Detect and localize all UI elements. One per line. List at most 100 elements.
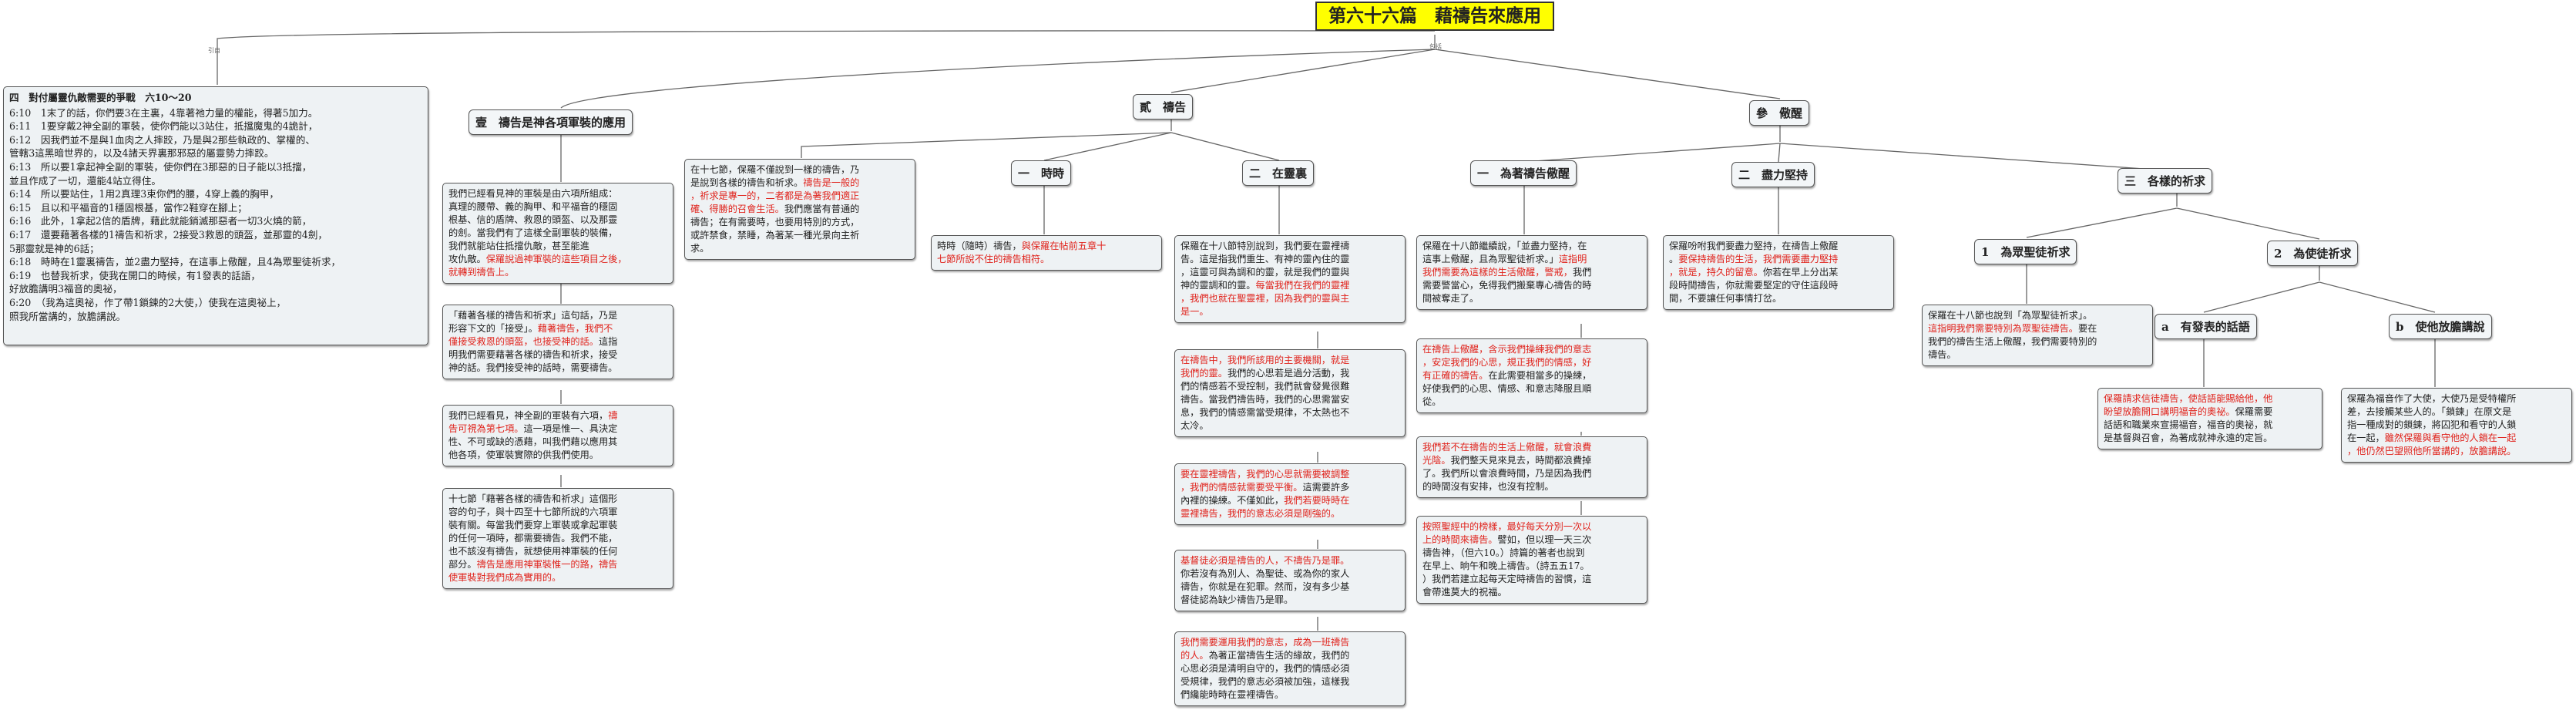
note-card: 基督徒必須是禱告的人，不禱告乃是罪。你若沒有為別人、為聖徒、或為你的家人禱告，你…	[1174, 550, 1406, 611]
note-highlight: 這指明我們需要特別為眾聖徒禱告。	[1928, 323, 2078, 334]
note-line: 禱告；在有需要時，也要用特別的方式，	[690, 217, 860, 227]
note-line: 明我們需要藉著各樣的禱告和祈求，接受	[448, 349, 618, 360]
note-card: 保羅在十八節也說到「為眾聖徒祈求」。這指明我們需要特別為眾聖徒禱告。要在我們的禱…	[1922, 305, 2153, 366]
note-line: 這需要許多	[1302, 482, 1350, 493]
note-line: 我們	[1573, 267, 1592, 278]
topic-at-all-times[interactable]: 一 時時	[1011, 160, 1072, 186]
note-highlight: 這指明	[1558, 254, 1587, 264]
note-line: 保羅為福音作了大使，大使乃是受特權所	[2347, 393, 2517, 404]
scripture-line: 6:12 因我們並不是與1血肉之人摔跤，乃是與2那些執政的、掌權的、	[9, 133, 315, 146]
note-line: 禱告，你就是在犯罪。然而，沒有多少基	[1181, 581, 1350, 592]
note-highlight: 盼望放膽開口講明福音的奧祕。	[2104, 406, 2235, 417]
note-line: 部分。	[448, 559, 477, 570]
note-line: 保羅吩咐我們要盡力堅持，在禱告上儆醒	[1669, 241, 1839, 251]
note-highlight: 的人。	[1181, 650, 1209, 661]
scripture-heading: 四 對付屬靈仇敵需要的爭戰 六10～20	[9, 92, 192, 103]
topic-for-apostle[interactable]: 2 為使徒祈求	[2267, 241, 2359, 266]
note-line: 這一項是惟一、具決定	[523, 423, 618, 434]
scripture-line: 6:20 （我為這奧祕，作了帶1鎖鍊的2大使，）使我在這奧祕上，	[9, 296, 287, 308]
note-line: 「藉著各樣的禱告和祈求」這句話，乃是	[448, 310, 618, 321]
note-card: 我們若不在禱告的生活上儆醒，就會浪費光陰。我們整天見來見去，時間都浪費掉了。我們…	[1416, 436, 1647, 498]
note-line: 禱告。當我們禱告時，我們的心思需當安	[1181, 394, 1350, 405]
note-highlight: 七節所說不住的禱告相符。	[937, 254, 1050, 264]
note-card: 保羅在十八節特別說到，我們要在靈裡禱告。這是指我們重生、有神的靈內住的靈，這靈可…	[1174, 235, 1406, 323]
topic-for-saints[interactable]: 1 為眾聖徒祈求	[1974, 239, 2077, 264]
branch-watchfulness[interactable]: 參 儆醒	[1749, 100, 1810, 126]
note-highlight: 我們需要運用我們的意志，成為一班禱告	[1181, 637, 1350, 648]
note-card: 要在靈裡禱告，我們的心思就需要被調整，我們的情感就需要受平衡。這需要許多內裡的操…	[1174, 463, 1406, 525]
note-line: 形容下文的「接受」。	[448, 323, 538, 334]
note-highlight: 按照聖經中的榜樣，最好每天分別一次以	[1422, 521, 1592, 532]
topic-persevere[interactable]: 二 盡力堅持	[1731, 162, 1815, 187]
note-card: 保羅在十八節繼續說，「並盡力堅持，在這事上儆醒，且為眾聖徒祈求。」這指明我們需要…	[1416, 235, 1647, 310]
note-card: 按照聖經中的榜樣，最好每天分別一次以上的時間來禱告。譬如，但以理一天三次禱告神，…	[1416, 516, 1647, 604]
note-highlight: ，我們也就在聖靈裡，因為我們的靈與主	[1181, 293, 1350, 304]
note-line: 我們已經看見神的軍裝是由六項所組成：	[448, 188, 618, 199]
note-highlight: 要保持禱告的生活，我們需要盡力堅持	[1678, 254, 1839, 264]
note-highlight: 我們若不在禱告的生活上儆醒，就會浪費	[1422, 442, 1592, 453]
scripture-line: 管轄3這黑暗世界的，以及4諸天界裏那邪惡的屬靈勢力摔跤。	[9, 147, 274, 160]
note-highlight: ，他仍然巴望照他所當講的，放膽講說。	[2347, 446, 2517, 456]
note-highlight: 就轉到禱告上。	[448, 267, 515, 278]
note-line: 的時間沒有安排，也沒有控制。	[1422, 481, 1554, 492]
note-line: 告。這是指我們重生、有神的靈內住的靈	[1181, 254, 1350, 264]
edge-label-source: 引自	[208, 47, 220, 54]
note-line: 我們已經看見，神全副的軍裝有六項，	[448, 410, 609, 421]
note-card: 我們已經看見神的軍裝是由六項所組成：真理的腰帶、義的胸甲、和平福音的穩固根基、信…	[442, 183, 673, 284]
topic-in-spirit[interactable]: 二 在靈裏	[1242, 160, 1315, 186]
note-highlight: 使軍裝對我們成為實用的。	[448, 572, 562, 583]
note-line: 的任何一項時，都需要禱告。我們不能，	[448, 533, 618, 544]
note-line: 這指	[599, 336, 618, 347]
scripture-line: 並且作成了一切，還能4站立得住。	[9, 174, 161, 187]
note-line: 在十七節，保羅不僅說到一樣的禱告，乃	[690, 164, 860, 175]
note-line: 話語和職業來宣揚福音，福音的奧祕，就	[2104, 419, 2273, 430]
note-card: 十七節「藉著各樣的禱告和祈求」這個形容的句子，與十四至十七節所說的六項軍裝有關。…	[442, 488, 673, 589]
note-line: 的劍。當我們有了這樣全副軍裝的裝備，	[448, 227, 618, 238]
note-card: 保羅吩咐我們要盡力堅持，在禱告上儆醒。要保持禱告的生活，我們需要盡力堅持，就是，…	[1663, 235, 1894, 310]
branch-prayer[interactable]: 貳 禱告	[1133, 94, 1194, 120]
note-line: 。	[1669, 254, 1679, 264]
note-line: 保羅需要	[2235, 406, 2273, 417]
note-highlight: 保羅說過神軍裝的這些項目之後，	[485, 254, 627, 264]
note-highlight: 告可視為第七項。	[448, 423, 524, 434]
note-line: 這事上儆醒，且為眾聖徒祈求。」	[1422, 254, 1559, 264]
note-card: 在禱告上儆醒，含示我們操練我們的意志，安定我們的心思，規正我們的情感，好有正確的…	[1416, 338, 1647, 413]
note-line: 神的話。我們接受神的話時，需要禱告。	[448, 362, 618, 373]
note-highlight: 基督徒必須是禱告的人，不禱告乃是罪。	[1181, 555, 1350, 566]
note-card: 在禱告中，我們所該用的主要機關，就是我們的靈。我們的心思若是過分活動，我們的情感…	[1174, 349, 1406, 437]
note-line: 性、不可或缺的憑藉，叫我們藉以應用其	[448, 436, 618, 447]
topic-utterance[interactable]: a 有發表的話語	[2155, 314, 2257, 339]
note-highlight: 光陰。	[1422, 455, 1451, 466]
note-line: 禱告。	[1928, 349, 1956, 360]
note-highlight: 在禱告中，我們所該用的主要機關，就是	[1181, 355, 1350, 365]
branch-prayer-applies-armor[interactable]: 壹 禱告是神各項軍裝的應用	[469, 109, 633, 135]
note-highlight: 我們需要為這樣的生活儆醒，警戒，	[1422, 267, 1573, 278]
topic-watch-for-prayer[interactable]: 一 為著禱告儆醒	[1470, 160, 1577, 186]
note-line: 我們應當有普通的	[784, 204, 860, 214]
note-line: 受規律，我們的意志必須被加強，這樣我	[1181, 676, 1350, 687]
note-line: 容的句子，與十四至十七節所說的六項軍	[448, 507, 618, 517]
note-highlight: 禱	[608, 410, 618, 421]
note-line: 禱告神，（但六10。）詩篇的著者也說到	[1422, 547, 1585, 558]
page-title[interactable]: 第六十六篇 藉禱告來應用	[1315, 2, 1554, 31]
note-line: ，這靈可與為調和的靈，就是我們的靈與	[1181, 267, 1350, 278]
note-card: 「藉著各樣的禱告和祈求」這句話，乃是形容下文的「接受」。藉著禱告，我們不僅接受救…	[442, 305, 673, 379]
note-line: 他各項，使軍裝實際的供我們使用。	[448, 449, 599, 460]
note-line: 保羅在十八節繼續說，「並盡力堅持，在	[1422, 241, 1587, 251]
scripture-line: 照我所當講的，放膽講說。	[9, 310, 126, 322]
note-line: 間，不要讓任何事情打岔。	[1669, 293, 1782, 304]
note-highlight: 保羅請求信徒禱告，使話語能賜給他，他	[2104, 393, 2273, 404]
note-line: 求。	[690, 243, 710, 254]
note-line: 間被奪走了。	[1422, 293, 1479, 304]
note-line: 太冷。	[1181, 420, 1209, 431]
note-highlight: 與保羅在帖前五章十	[1021, 241, 1107, 251]
note-highlight: 在禱告上儆醒，含示我們操練我們的意志	[1422, 344, 1592, 355]
topic-all-petitions[interactable]: 三 各樣的祈求	[2118, 168, 2213, 194]
note-highlight: 藉著禱告，我們不	[537, 323, 613, 334]
topic-boldness[interactable]: b 使他放膽講說	[2389, 314, 2492, 339]
note-highlight: ，祈求是專一的，二者都是為著我們適正	[690, 190, 860, 201]
note-card: 在十七節，保羅不僅說到一樣的禱告，乃是說到各樣的禱告和祈求。禱告是一般的，祈求是…	[684, 159, 915, 260]
note-line: 我們的禱告生活上儆醒，我們需要特別的	[1928, 336, 2097, 347]
note-highlight: 是一。	[1181, 306, 1209, 317]
